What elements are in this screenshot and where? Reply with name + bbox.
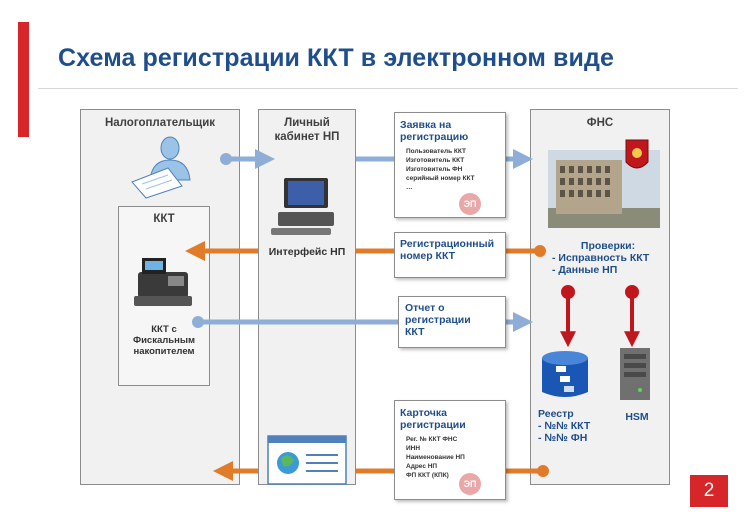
application-item: серийный номер ККТ — [406, 175, 475, 182]
card-doc-title: Карточка регистрации — [400, 407, 466, 431]
arrow-checks-to-hsm — [624, 285, 640, 348]
registry-title: Реестр — [538, 408, 574, 420]
card-item: Рег. № ККТ ФНС — [406, 436, 458, 443]
kkt-caption: ККТ с Фискальным накопителем — [132, 324, 196, 357]
emblem-icon — [625, 139, 649, 169]
kkt-box-title: ККТ — [153, 213, 175, 225]
card-item: ИНН — [406, 445, 421, 452]
signature-stamp: ЭП — [459, 473, 481, 495]
application-doc-title: Заявка на регистрацию — [400, 119, 469, 143]
arrow-taxpayer-to-cabinet — [220, 149, 275, 169]
fns-checks-title: Проверки: — [580, 240, 636, 252]
taxpayer-column-title: Налогоплательщик — [104, 117, 216, 129]
fns-checks: Проверки: - Исправность ККТ - Данные НП — [552, 240, 664, 276]
registry-label: Реестр - №№ ККТ - №№ ФН — [538, 408, 608, 444]
application-doc: Заявка на регистрацию Пользователь ККТ И… — [394, 112, 506, 218]
card-item: ФП ККТ (КПК) — [406, 472, 449, 479]
reg-number-doc: Регистрационный номер ККТ — [394, 232, 506, 278]
signature-stamp: ЭП — [459, 193, 481, 215]
computer-icon — [271, 178, 334, 235]
application-item: Изготовитель ФН — [406, 166, 463, 173]
hsm-label: HSM — [625, 411, 649, 423]
application-item: Изготовитель ККТ — [406, 157, 465, 164]
card-doc-items: Рег. № ККТ ФНС ИНН Наименование НП Адрес… — [406, 435, 504, 480]
registry-item: - №№ ККТ — [538, 420, 591, 432]
card-doc: Карточка регистрации Рег. № ККТ ФНС ИНН … — [394, 400, 506, 500]
application-item: Пользователь ККТ — [406, 148, 466, 155]
reg-number-doc-title: Регистрационный номер ККТ — [400, 238, 495, 262]
cabinet-column — [258, 109, 356, 485]
page-title: Схема регистрации ККТ в электронном виде — [58, 44, 614, 72]
fns-column-title: ФНС — [586, 117, 614, 129]
cash-register-icon — [134, 258, 192, 306]
registry-item: - №№ ФН — [538, 432, 588, 444]
fns-check-item: - Данные НП — [552, 264, 618, 276]
hsm-server-icon — [620, 348, 650, 400]
title-divider — [38, 88, 738, 89]
person-icon — [131, 136, 191, 199]
cabinet-column-title: Личный кабинет НП — [274, 117, 340, 143]
application-item: … — [406, 184, 413, 191]
accent-bar — [18, 22, 29, 137]
card-item: Адрес НП — [406, 463, 438, 470]
browser-icon — [267, 435, 347, 485]
report-doc: Отчет о регистрации ККТ — [398, 296, 506, 348]
fns-check-item: - Исправность ККТ — [552, 252, 650, 264]
application-doc-items: Пользователь ККТ Изготовитель ККТ Изгото… — [406, 147, 504, 192]
report-doc-title: Отчет о регистрации ККТ — [405, 302, 471, 338]
arrow-checks-to-registry — [560, 285, 576, 348]
page-number: 2 — [690, 475, 728, 507]
interface-label: Интерфейс НП — [268, 246, 346, 258]
database-icon — [542, 351, 588, 397]
card-item: Наименование НП — [406, 454, 465, 461]
